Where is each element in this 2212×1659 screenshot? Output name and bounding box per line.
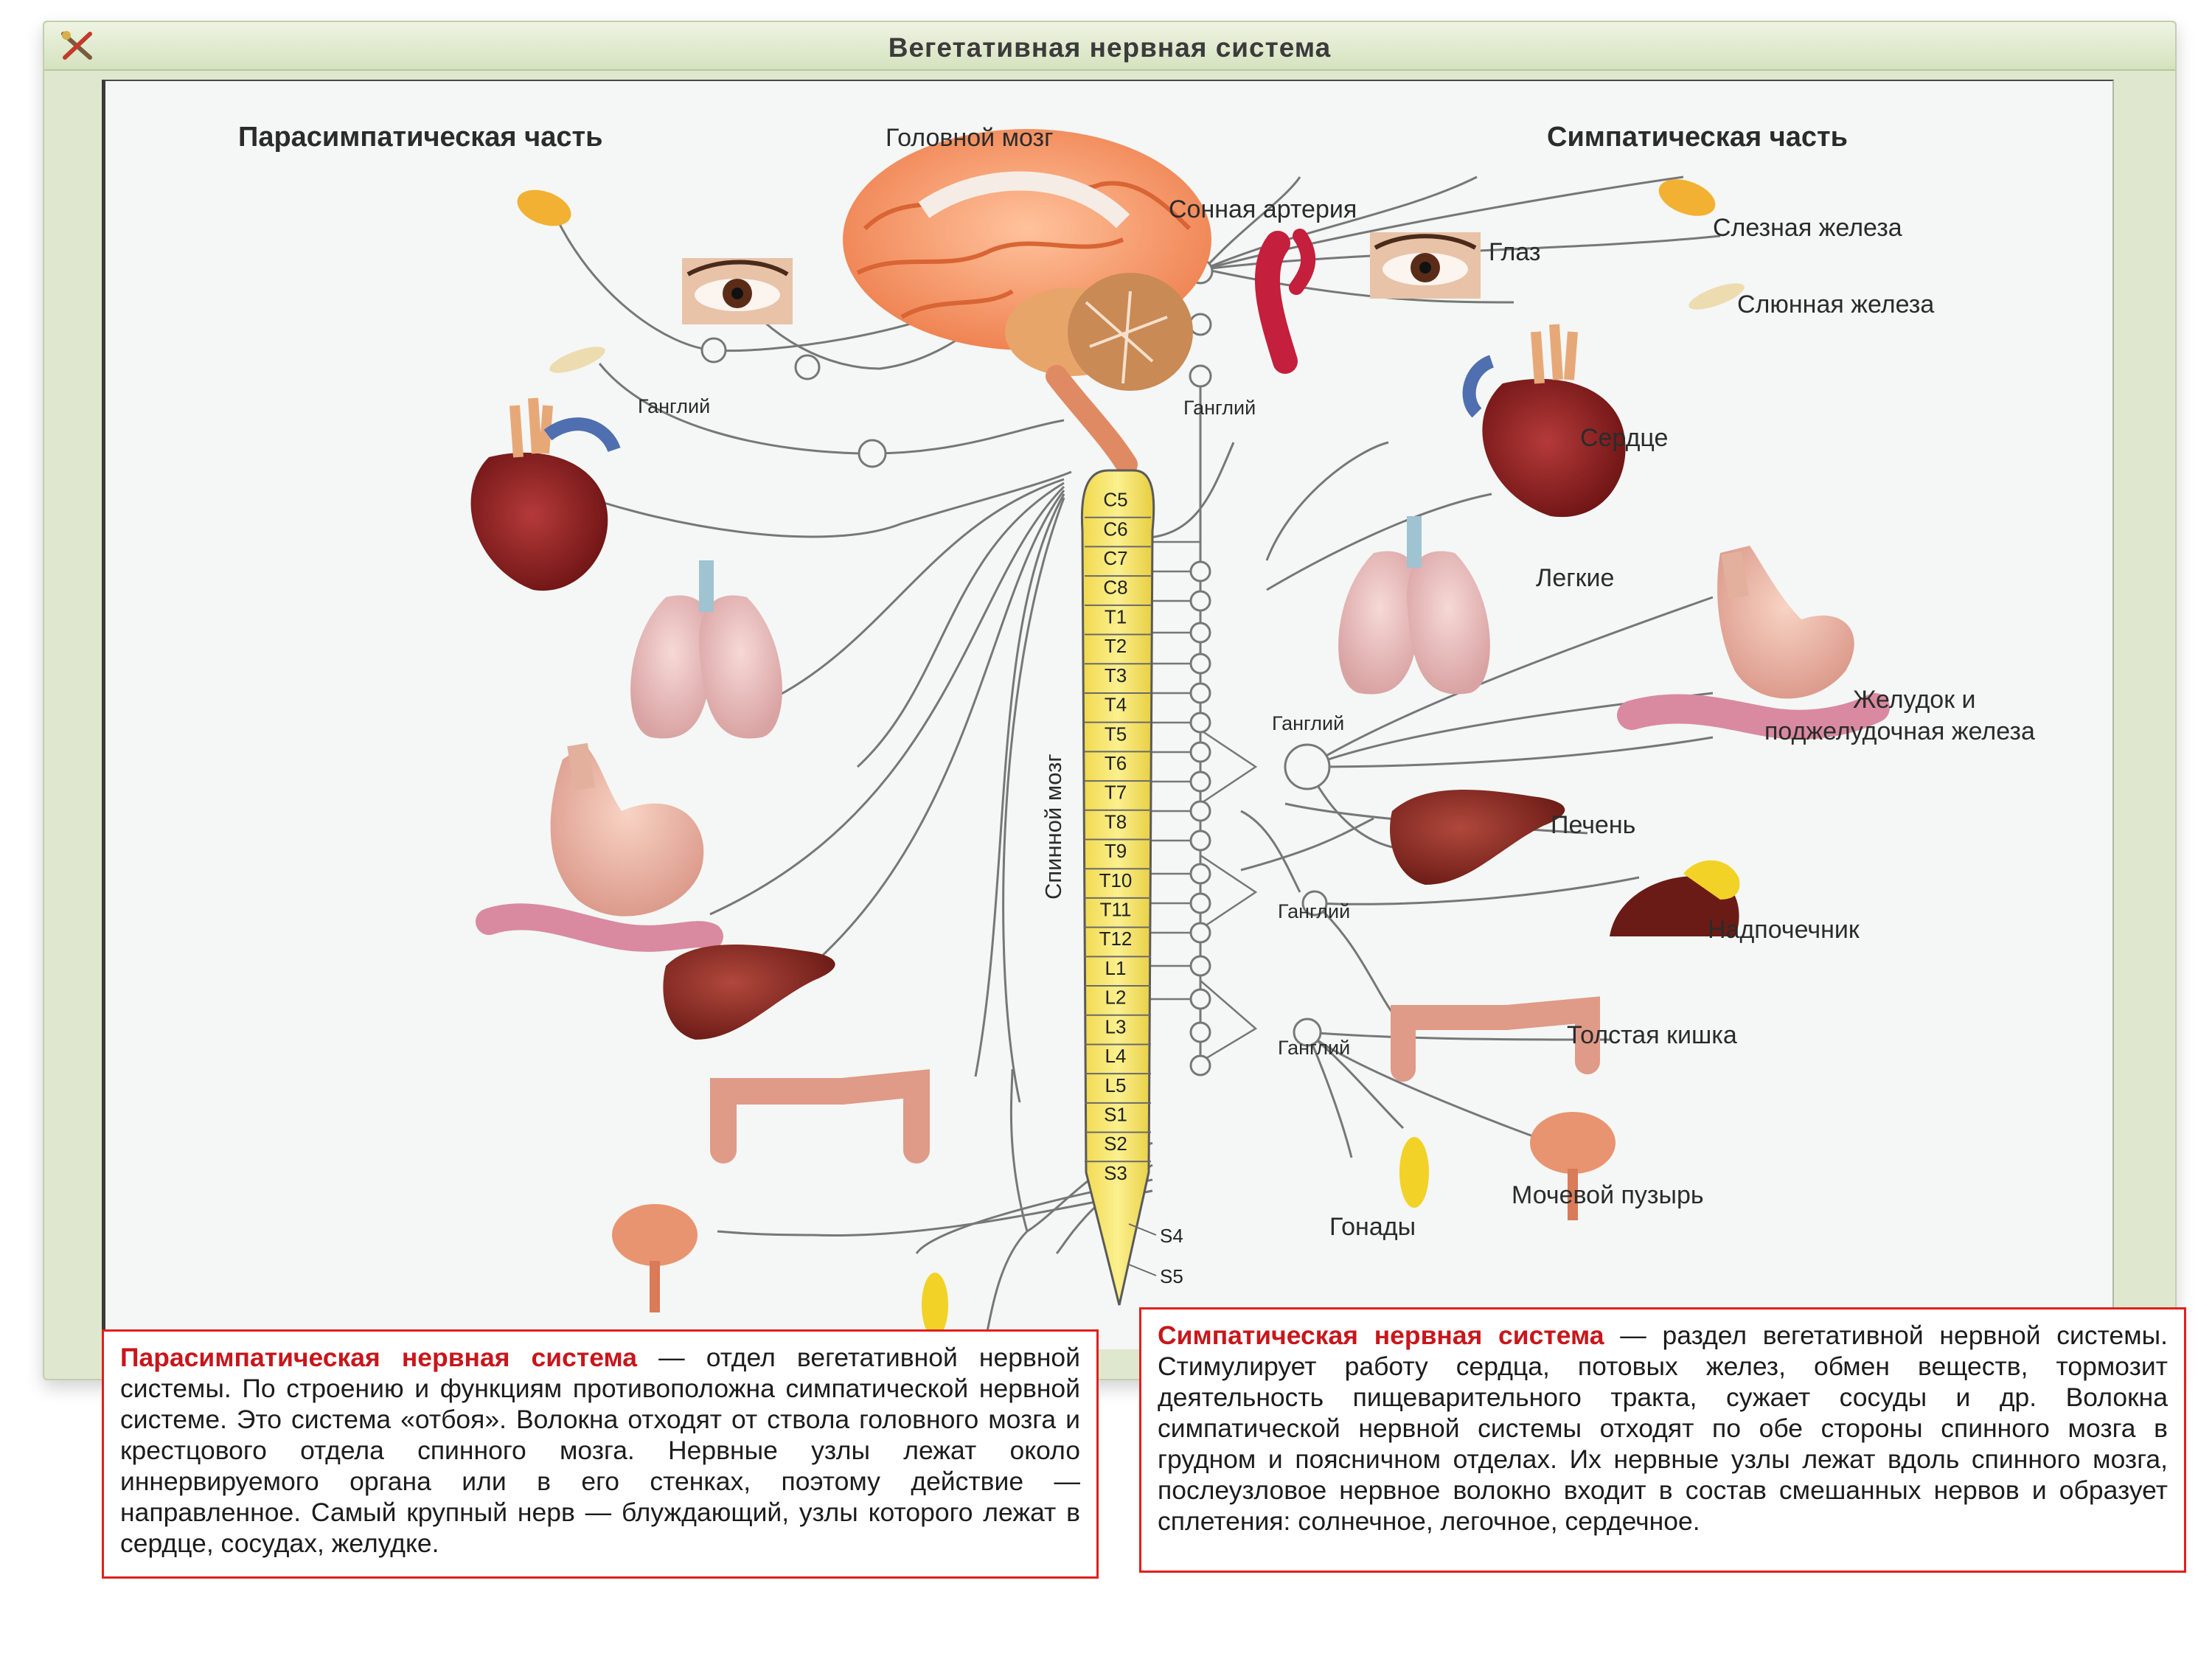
heart-right-illustration bbox=[1462, 324, 1626, 518]
sympathetic-description: Симпатическая нервная система — раздел в… bbox=[1139, 1307, 2186, 1573]
brain-illustration bbox=[843, 129, 1211, 476]
heart-label: Сердце bbox=[1580, 424, 1668, 452]
gonad-right-illustration bbox=[1399, 1137, 1429, 1208]
gonad-left-illustration bbox=[922, 1273, 948, 1338]
ganglion-label-left: Ганглий bbox=[638, 395, 710, 417]
eye-left-illustration bbox=[682, 258, 793, 324]
bladder-right-illustration bbox=[1530, 1112, 1615, 1220]
segment-label-t12: T12 bbox=[1099, 928, 1133, 950]
stomach-right-illustration bbox=[1617, 546, 1890, 740]
title-bar: Вегетативная нервная система bbox=[44, 22, 2175, 71]
colon-right-illustration bbox=[1391, 996, 1600, 1082]
segment-label-t7: T7 bbox=[1105, 782, 1127, 804]
parasympathetic-header: Парасимпатическая часть bbox=[238, 122, 602, 153]
segment-label-s4: S4 bbox=[1160, 1225, 1183, 1247]
carotid-artery-illustration bbox=[1254, 229, 1316, 374]
segment-label-l5: L5 bbox=[1105, 1074, 1127, 1096]
segment-label-l3: L3 bbox=[1105, 1015, 1127, 1037]
segment-label-t1: T1 bbox=[1105, 605, 1127, 627]
colon-left-illustration bbox=[710, 1069, 930, 1164]
segment-label-t9: T9 bbox=[1105, 840, 1127, 862]
segment-label-t10: T10 bbox=[1099, 869, 1133, 891]
heart-left-illustration bbox=[470, 397, 621, 591]
sympathetic-header: Симпатическая часть bbox=[1547, 122, 1848, 153]
spinal-cord: C5C6C7C8T1T2T3T4T5T6T7T8T9T10T11T12L1L2L… bbox=[1080, 469, 1183, 1306]
spinal-cord-label: Спинной мозг bbox=[1040, 754, 1066, 900]
segment-label-t5: T5 bbox=[1105, 723, 1127, 745]
liver-label: Печень bbox=[1551, 811, 1635, 839]
segment-label-l4: L4 bbox=[1105, 1045, 1127, 1067]
colon-label: Толстая кишка bbox=[1567, 1021, 1737, 1049]
bladder-label: Мочевой пузырь bbox=[1512, 1181, 1704, 1209]
stomach-left-illustration bbox=[476, 742, 723, 952]
segment-label-c6: C6 bbox=[1103, 518, 1127, 540]
lacrimal-gland-left bbox=[517, 189, 571, 226]
lungs-left-illustration bbox=[630, 560, 782, 739]
brain-label: Головной мозг bbox=[886, 124, 1054, 152]
ans-diagram: C5C6C7C8T1T2T3T4T5T6T7T8T9T10T11T12L1L2L… bbox=[238, 122, 2035, 1338]
salivary-gland-right bbox=[1688, 283, 1745, 310]
segment-label-c8: C8 bbox=[1103, 577, 1127, 599]
salivary-gland-left bbox=[549, 347, 605, 373]
lungs-right-illustration bbox=[1338, 516, 1490, 695]
eye-label: Глаз bbox=[1489, 238, 1540, 266]
segment-label-t4: T4 bbox=[1105, 694, 1127, 716]
segment-label-t8: T8 bbox=[1105, 810, 1127, 832]
tail-segment-line bbox=[1128, 1223, 1157, 1236]
bladder-left-illustration bbox=[612, 1204, 698, 1312]
sympathetic-description-text: — раздел вегетативной нервной системы. С… bbox=[1158, 1321, 2168, 1536]
lungs-label: Легкие bbox=[1536, 564, 1614, 592]
liver-left-illustration bbox=[663, 945, 835, 1040]
segment-label-c5: C5 bbox=[1103, 489, 1127, 511]
salivary-label: Слюнная железа bbox=[1737, 291, 1934, 319]
parasympathetic-description: Парасимпатическая нервная система — отде… bbox=[102, 1329, 1099, 1579]
ganglion-label-upper: Ганглий bbox=[1183, 397, 1256, 419]
segment-label-s5: S5 bbox=[1160, 1265, 1183, 1287]
window-title: Вегетативная нервная система bbox=[888, 32, 1332, 63]
gonads-label: Гонады bbox=[1329, 1213, 1416, 1241]
segment-label-l1: L1 bbox=[1105, 957, 1127, 979]
lacrimal-label: Слезная железа bbox=[1713, 214, 1902, 242]
segment-label-t6: T6 bbox=[1105, 752, 1127, 774]
lacrimal-gland-right bbox=[1658, 179, 1716, 216]
ganglion-label-celiac: Ганглий bbox=[1272, 712, 1344, 734]
segment-label-t11: T11 bbox=[1100, 899, 1132, 921]
sympathetic-chain-ganglia bbox=[1187, 258, 1331, 1077]
parasympathetic-description-title: Парасимпатическая нервная система bbox=[120, 1343, 638, 1372]
segment-label-s2: S2 bbox=[1104, 1133, 1127, 1155]
stomach-label-line2: поджелудочная железа bbox=[1764, 717, 2035, 745]
tools-icon[interactable] bbox=[58, 28, 99, 63]
carotid-label: Сонная артерия bbox=[1169, 195, 1357, 223]
segment-label-t3: T3 bbox=[1105, 664, 1127, 686]
ganglion-label-mesenteric: Ганглий bbox=[1278, 900, 1350, 922]
tail-segment-line bbox=[1128, 1264, 1157, 1276]
segment-label-l2: L2 bbox=[1105, 987, 1127, 1009]
parasympathetic-ganglia bbox=[700, 337, 887, 468]
segment-label-s1: S1 bbox=[1104, 1103, 1127, 1125]
app-window: Вегетативная нервная система bbox=[43, 21, 2177, 1380]
segment-label-s3: S3 bbox=[1104, 1162, 1127, 1184]
sympathetic-description-title: Симпатическая нервная система bbox=[1158, 1321, 1604, 1350]
stomach-label-line1: Желудок и bbox=[1853, 686, 1976, 714]
segment-label-c7: C7 bbox=[1103, 547, 1127, 569]
adrenal-label: Надпочечник bbox=[1708, 916, 1860, 944]
segment-label-t2: T2 bbox=[1105, 635, 1127, 657]
eye-right-illustration bbox=[1370, 232, 1481, 299]
adrenal-illustration bbox=[1610, 860, 1740, 936]
liver-right-illustration bbox=[1390, 790, 1565, 885]
parasympathetic-description-text: — отдел вегетативной нервной системы. По… bbox=[120, 1343, 1080, 1558]
ganglion-label-lower: Ганглий bbox=[1278, 1037, 1350, 1059]
